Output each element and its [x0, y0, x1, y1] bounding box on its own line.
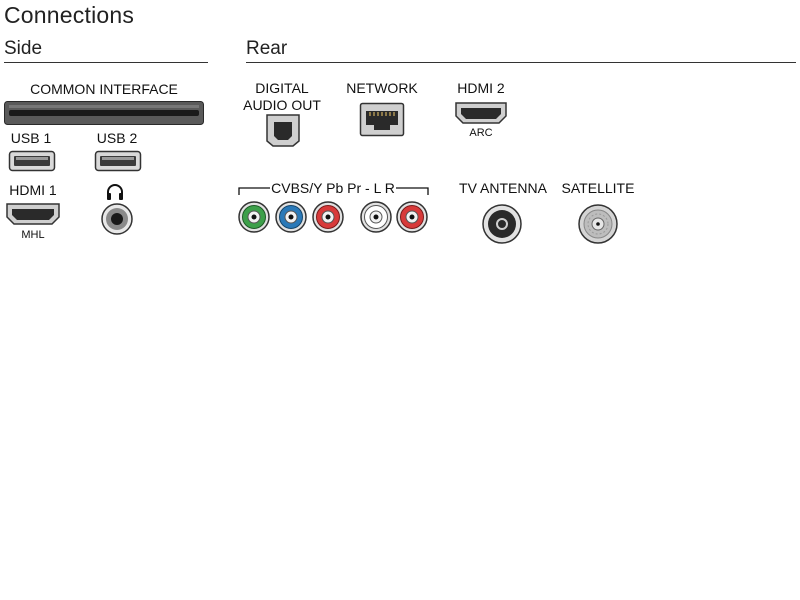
rca-audio-left-jack [360, 201, 392, 233]
headphone-jack [101, 203, 133, 235]
page-title: Connections [4, 2, 135, 28]
tv-antenna-port [482, 204, 522, 244]
rca-blue-jack [275, 201, 307, 233]
cvbs-bracket [238, 187, 429, 195]
usb1-port [8, 150, 56, 172]
digital-audio-label: DIGITAL AUDIO OUT [234, 80, 330, 114]
hdmi1-label: HDMI 1 [9, 182, 57, 198]
rear-heading: Rear [246, 38, 288, 59]
common-interface-slot [4, 101, 204, 125]
satellite-label: SATELLITE [561, 180, 635, 196]
tv-antenna-label: TV ANTENNA [459, 180, 547, 196]
usb1-label: USB 1 [10, 130, 52, 146]
rca-green-jack [238, 201, 270, 233]
satellite-port [578, 204, 618, 244]
network-label: NETWORK [346, 80, 418, 96]
hdmi2-sub-label: ARC [469, 127, 493, 139]
usb2-port [94, 150, 142, 172]
headphone-icon [107, 184, 123, 200]
hdmi2-label: HDMI 2 [457, 80, 505, 96]
hdmi1-port [6, 203, 60, 225]
side-divider [4, 62, 208, 63]
digital-audio-out-port [266, 114, 300, 147]
network-port [359, 102, 405, 137]
rca-red-jack [312, 201, 344, 233]
rear-divider [246, 62, 796, 63]
common-interface-label: COMMON INTERFACE [30, 81, 178, 97]
usb2-label: USB 2 [96, 130, 138, 146]
side-heading: Side [4, 38, 43, 59]
cvbs-label: CVBS/Y Pb Pr - L R [270, 180, 396, 196]
digital-audio-label-line1: DIGITAL [255, 80, 309, 96]
rca-audio-right-jack [396, 201, 428, 233]
hdmi1-sub-label: MHL [21, 229, 45, 241]
digital-audio-label-line2: AUDIO OUT [243, 97, 321, 113]
hdmi2-port [455, 102, 507, 124]
